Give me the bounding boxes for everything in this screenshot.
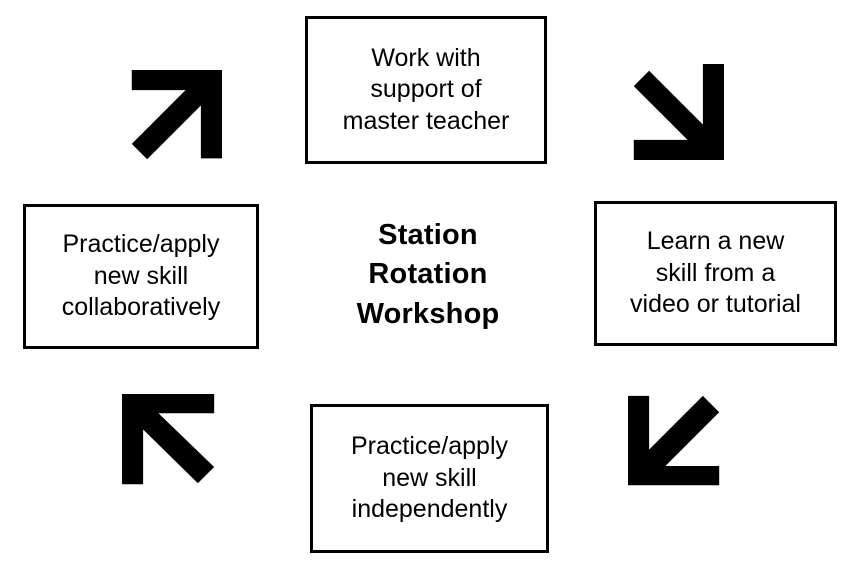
node-box-bottom-label: Practice/apply new skill independently <box>350 432 509 524</box>
node-box-left[interactable]: Practice/apply new skill collaboratively <box>23 204 259 349</box>
arrow-up-right-icon <box>126 70 222 166</box>
node-box-right-label: Learn a new skill from a video or tutori… <box>630 227 801 319</box>
arrow-up-left-icon <box>122 394 218 490</box>
diagram-center-title-text: Station Rotation Workshop <box>356 218 500 330</box>
arrow-down-left-icon <box>628 394 724 490</box>
node-box-right[interactable]: Learn a new skill from a video or tutori… <box>594 201 837 346</box>
node-box-top[interactable]: Work with support of master teacher <box>305 16 547 164</box>
diagram-center-title: Station Rotation Workshop <box>300 212 556 338</box>
node-box-left-label: Practice/apply new skill collaboratively <box>61 230 221 322</box>
arrow-down-right-icon <box>628 64 724 160</box>
node-box-top-label: Work with support of master teacher <box>342 43 510 135</box>
node-box-bottom[interactable]: Practice/apply new skill independently <box>310 404 549 553</box>
